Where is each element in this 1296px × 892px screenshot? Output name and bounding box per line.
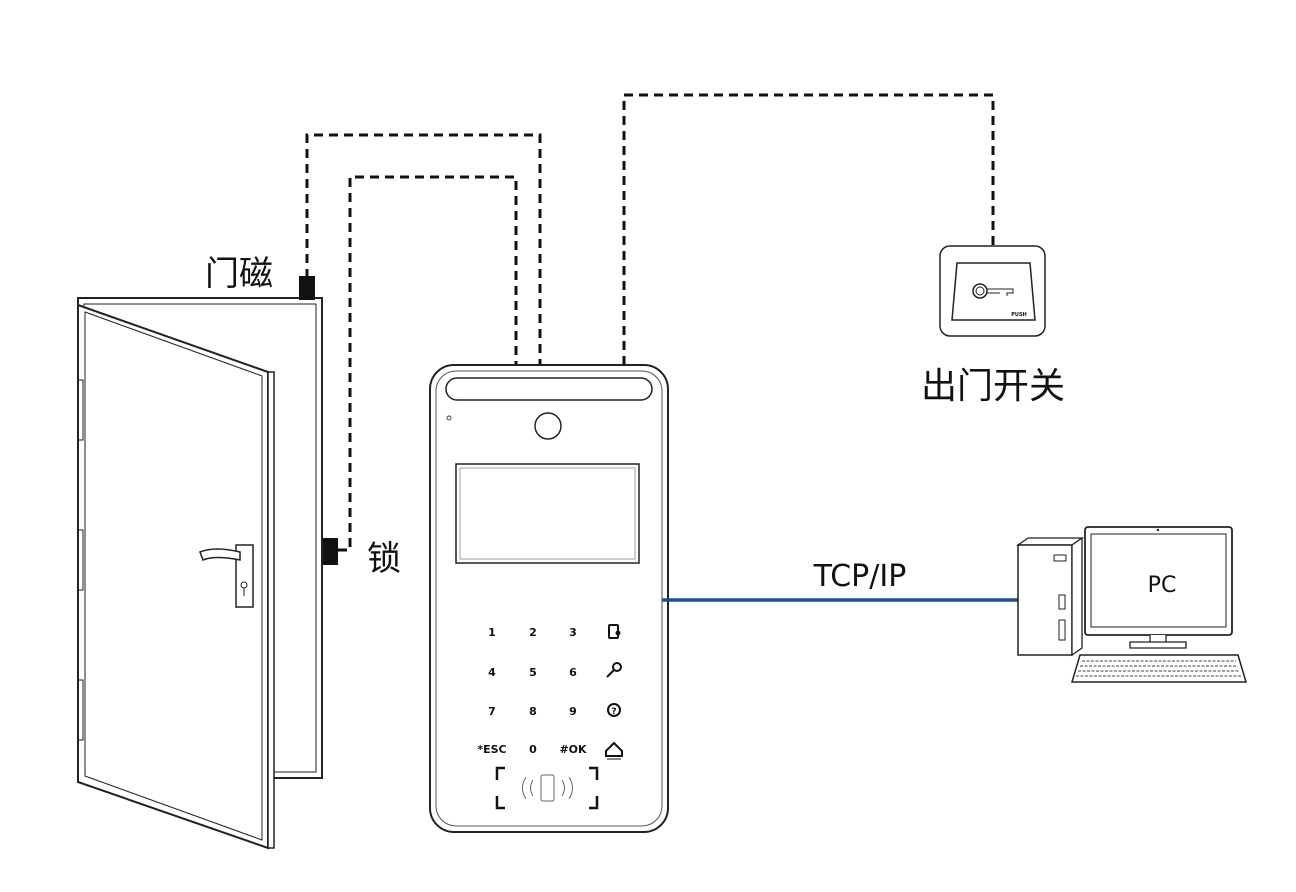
svg-text:?: ? [611,707,616,717]
lock-block [323,538,338,565]
pc-tower [1015,536,1085,657]
door-sensor-label: 门磁 [205,254,273,294]
key-4: 4 [488,666,496,679]
nfc-reader-area [495,766,599,810]
door-handle [199,544,254,608]
exit-button-label: 出门开关 [921,366,1065,407]
key-6: 6 [569,666,577,679]
key-ok: #OK [559,743,587,756]
key-3: 3 [569,626,577,639]
phone-icon [540,774,555,802]
access-terminal: 1 2 3 4 5 6 7 8 9 *ESC 0 #OK ? [429,364,669,833]
home-icon [605,741,623,760]
key-icon [972,283,1014,299]
key-0: 0 [529,743,537,756]
key-1: 1 [488,626,496,639]
monitor [1084,526,1233,649]
door [77,297,323,850]
keypad: 1 2 3 4 5 6 7 8 9 *ESC 0 #OK ? [477,624,623,760]
exit-button: PUSH [939,245,1046,337]
door-sensor [299,276,315,300]
pc-label: PC [1148,573,1177,598]
key-2: 2 [529,626,537,639]
pc: PC [1015,526,1248,683]
tcp-ip-label: TCP/IP [813,559,907,594]
camera-icon [534,412,562,440]
keyboard [1070,654,1248,683]
key-icon [606,662,622,678]
lock-label: 锁 [367,539,401,579]
screen [455,463,640,564]
door-sensor-wire [305,133,542,365]
doorbell-phone-icon [608,624,621,639]
lock-wire [338,175,518,552]
key-8: 8 [529,705,537,718]
key-esc: *ESC [477,743,506,756]
key-5: 5 [529,666,537,679]
push-label: PUSH [1011,312,1027,318]
key-7: 7 [488,705,496,718]
exit-button-wire [622,93,995,365]
key-9: 9 [569,705,577,718]
help-icon: ? [607,703,621,717]
